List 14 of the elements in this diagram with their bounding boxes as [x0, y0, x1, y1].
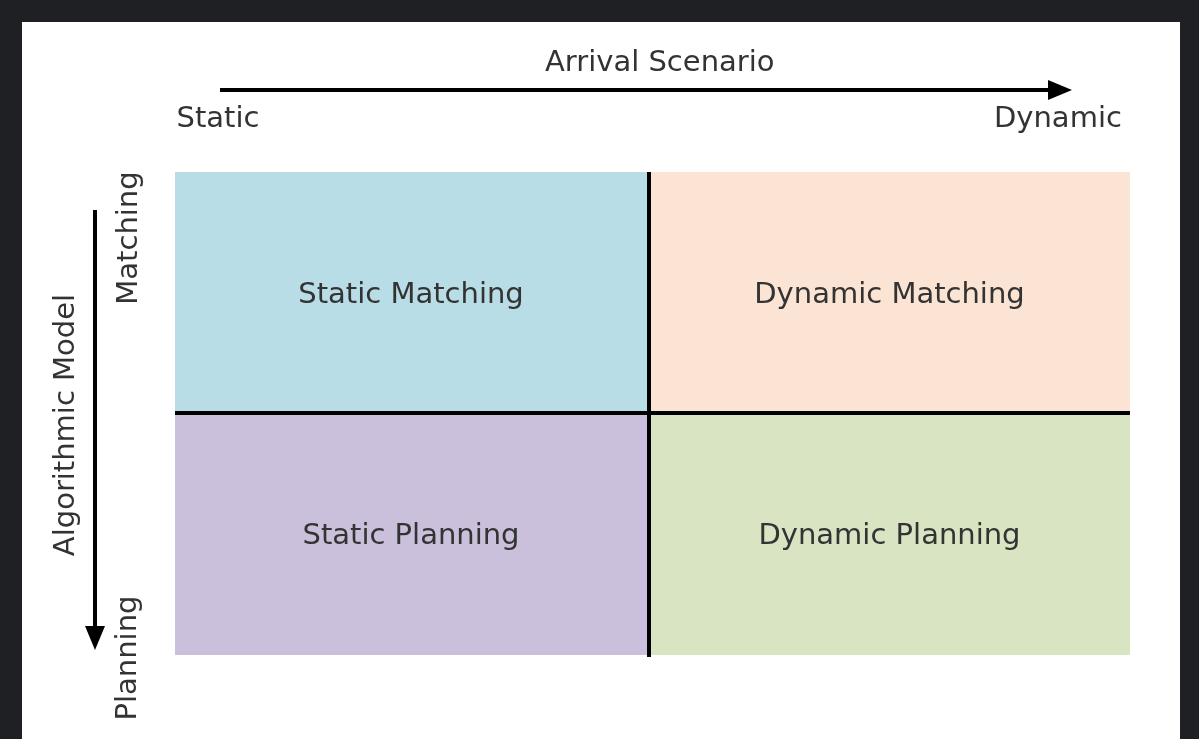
axis-end-label: Planning	[108, 595, 143, 721]
axis-end-label: Matching	[109, 171, 144, 305]
axis-title: Arrival Scenario	[545, 44, 775, 78]
quadrant-label: Static Planning	[302, 517, 520, 551]
axis-title: Algorithmic Model	[47, 293, 82, 557]
quadrant-box	[649, 413, 1130, 655]
quadrant-label: Static Matching	[298, 275, 524, 310]
quadrant-box	[649, 172, 1130, 413]
quadrant-box	[175, 413, 647, 655]
axis-end-label: Static	[176, 100, 260, 134]
quadrant-label: Dynamic Matching	[754, 275, 1025, 310]
axis-end-label: Dynamic	[994, 100, 1122, 134]
quadrant-label: Dynamic Planning	[758, 517, 1021, 551]
quadrant-box	[175, 172, 647, 413]
